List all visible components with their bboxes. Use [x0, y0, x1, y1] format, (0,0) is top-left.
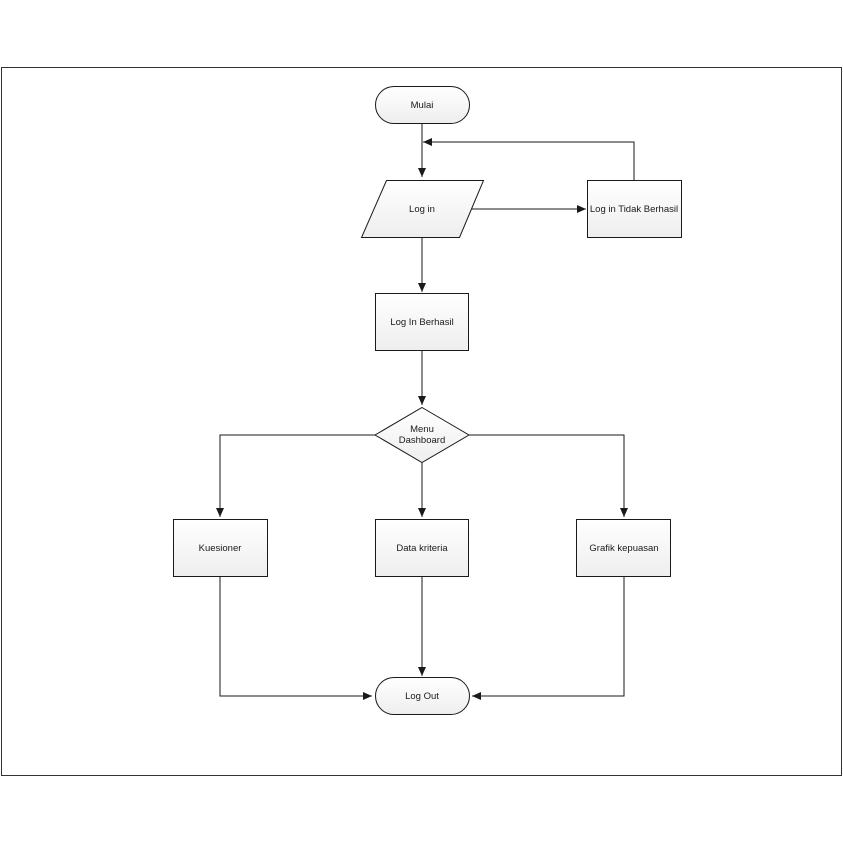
- node-login-berhasil: Log In Berhasil: [375, 293, 469, 351]
- node-login-gagal: Log in Tidak Berhasil: [587, 180, 682, 238]
- input-parallelogram-shape: [360, 180, 485, 238]
- node-mulai-label: Mulai: [411, 100, 434, 111]
- process-shape: [576, 519, 671, 577]
- node-menu-dashboard: Menu Dashboard: [374, 406, 470, 464]
- terminator-shape: [375, 86, 470, 124]
- node-data-kriteria-label: Data kriteria: [396, 543, 448, 554]
- node-mulai: Mulai: [375, 86, 470, 124]
- node-login-berhasil-label: Log In Berhasil: [390, 317, 453, 328]
- node-logout-label: Log Out: [405, 691, 439, 702]
- process-shape: [587, 180, 682, 238]
- terminator-shape: [375, 677, 470, 715]
- process-shape: [375, 293, 469, 351]
- edges: [216, 123, 635, 700]
- node-menu-label-line2: Dashboard: [399, 435, 445, 446]
- edge-kuesioner-logout: [219, 576, 372, 700]
- node-login-gagal-label: Log in Tidak Berhasil: [590, 204, 678, 215]
- edge-gagal-login: [423, 138, 635, 180]
- node-grafik-kepuasan: Grafik kepuasan: [576, 519, 671, 577]
- process-shape: [173, 519, 268, 577]
- edge-menu-kuesioner: [216, 434, 375, 517]
- node-kuesioner: Kuesioner: [173, 519, 268, 577]
- node-login: Log in: [360, 180, 485, 238]
- node-grafik-label: Grafik kepuasan: [589, 543, 658, 554]
- node-logout: Log Out: [375, 677, 470, 715]
- decision-diamond-shape: [374, 406, 470, 464]
- process-shape: [375, 519, 469, 577]
- edge-menu-grafik: [469, 434, 628, 517]
- node-login-label: Log in: [409, 204, 435, 215]
- node-menu-label-line1: Menu: [410, 424, 434, 435]
- node-kuesioner-label: Kuesioner: [199, 543, 242, 554]
- node-data-kriteria: Data kriteria: [375, 519, 469, 577]
- edge-grafik-logout: [472, 576, 625, 700]
